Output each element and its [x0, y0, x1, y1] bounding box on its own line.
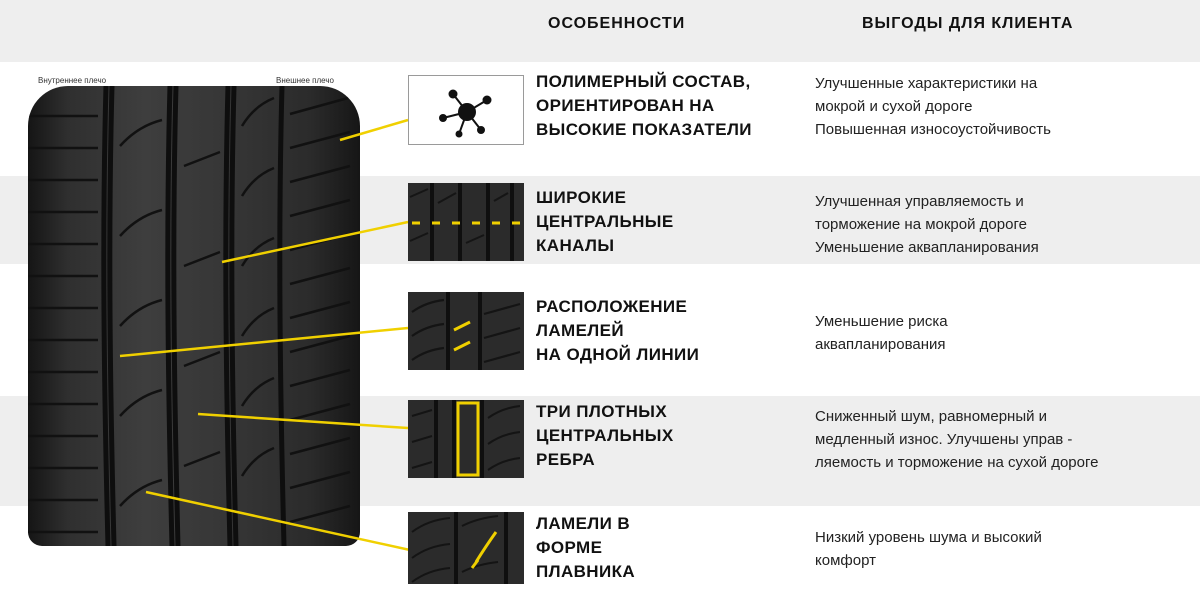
benefit-line: Улучшенная управляемость и	[815, 193, 1024, 210]
central-ribs-icon	[411, 400, 521, 478]
header-features: ОСОБЕННОСТИ	[548, 15, 686, 32]
pointer-line-3	[119, 326, 409, 358]
benefit-line: торможение на мокрой дороге	[815, 216, 1027, 233]
benefit-2: Улучшенная управляемость и торможение на…	[815, 190, 1039, 259]
thumb-aligned-sipes	[408, 292, 524, 370]
feature-line: ЛАМЕЛИ В	[536, 514, 631, 533]
molecule-icon	[439, 89, 492, 138]
outer-shoulder-label: Внешнее плечо	[276, 76, 334, 85]
feature-line: РЕБРА	[536, 450, 596, 469]
band-header	[0, 0, 1200, 62]
benefit-line: комфорт	[815, 552, 876, 569]
pointer-line-4	[197, 412, 409, 430]
feature-line: ЦЕНТРАЛЬНЫЕ	[536, 212, 674, 231]
thumb-central-ribs	[408, 400, 524, 478]
thumb-polymer	[408, 75, 524, 145]
feature-line: ПЛАВНИКА	[536, 562, 636, 581]
wide-grooves-icon	[409, 183, 520, 261]
feature-line: ТРИ ПЛОТНЫХ	[536, 402, 668, 421]
benefit-line: Уменьшение риска	[815, 313, 948, 330]
benefit-line: аквапланирования	[815, 336, 946, 353]
feature-line: ЦЕНТРАЛЬНЫХ	[536, 426, 674, 445]
feature-5: ЛАМЕЛИ В ФОРМЕ ПЛАВНИКА	[536, 512, 635, 584]
feature-line: КАНАЛЫ	[536, 236, 615, 255]
benefit-5: Низкий уровень шума и высокий комфорт	[815, 526, 1042, 572]
benefit-1: Улучшенные характеристики на мокрой и су…	[815, 72, 1051, 141]
benefit-3: Уменьшение риска аквапланирования	[815, 310, 948, 356]
thumb-wide-grooves	[408, 183, 524, 261]
pointer-line-1	[339, 118, 409, 142]
benefit-line: Повышенная износоустойчивость	[815, 121, 1051, 138]
feature-line: ШИРОКИЕ	[536, 188, 627, 207]
benefit-line: мокрой и сухой дороге	[815, 98, 973, 115]
benefit-4: Сниженный шум, равномерный и медленный и…	[815, 405, 1098, 474]
feature-line: ЛАМЕЛЕЙ	[536, 321, 624, 340]
inner-shoulder-label: Внутреннее плечо	[38, 76, 107, 85]
fin-sipes-icon	[411, 512, 508, 584]
benefit-line: ляемость и торможение на сухой дороге	[815, 454, 1099, 471]
pointer-line-2	[221, 220, 409, 264]
feature-2: ШИРОКИЕ ЦЕНТРАЛЬНЫЕ КАНАЛЫ	[536, 186, 674, 258]
pointer-line-5	[145, 490, 411, 552]
feature-line: ФОРМЕ	[536, 538, 603, 557]
thumb-fin-sipes	[408, 512, 524, 584]
benefit-line: Уменьшение аквапланирования	[815, 239, 1039, 256]
benefit-line: Сниженный шум, равномерный и	[815, 408, 1048, 425]
benefit-line: медленный износ. Улучшены управ -	[815, 431, 1073, 448]
feature-1: ПОЛИМЕРНЫЙ СОСТАВ, ОРИЕНТИРОВАН НА ВЫСОК…	[536, 70, 752, 142]
header-benefits: ВЫГОДЫ ДЛЯ КЛИЕНТА	[862, 15, 1074, 32]
feature-line: ОРИЕНТИРОВАН НА	[536, 96, 715, 115]
tire-tread-graphic	[28, 86, 351, 546]
benefit-line: Низкий уровень шума и высокий	[815, 529, 1042, 546]
aligned-sipes-icon	[411, 292, 521, 370]
feature-line: НА ОДНОЙ ЛИНИИ	[536, 345, 700, 364]
feature-4: ТРИ ПЛОТНЫХ ЦЕНТРАЛЬНЫХ РЕБРА	[536, 400, 674, 472]
feature-line: ВЫСОКИЕ ПОКАЗАТЕЛИ	[536, 120, 752, 139]
feature-line: ПОЛИМЕРНЫЙ СОСТАВ,	[536, 72, 751, 91]
benefit-line: Улучшенные характеристики на	[815, 75, 1038, 92]
feature-line: РАСПОЛОЖЕНИЕ	[536, 297, 688, 316]
tire-tread-image	[28, 86, 360, 546]
feature-3: РАСПОЛОЖЕНИЕ ЛАМЕЛЕЙ НА ОДНОЙ ЛИНИИ	[536, 295, 699, 367]
